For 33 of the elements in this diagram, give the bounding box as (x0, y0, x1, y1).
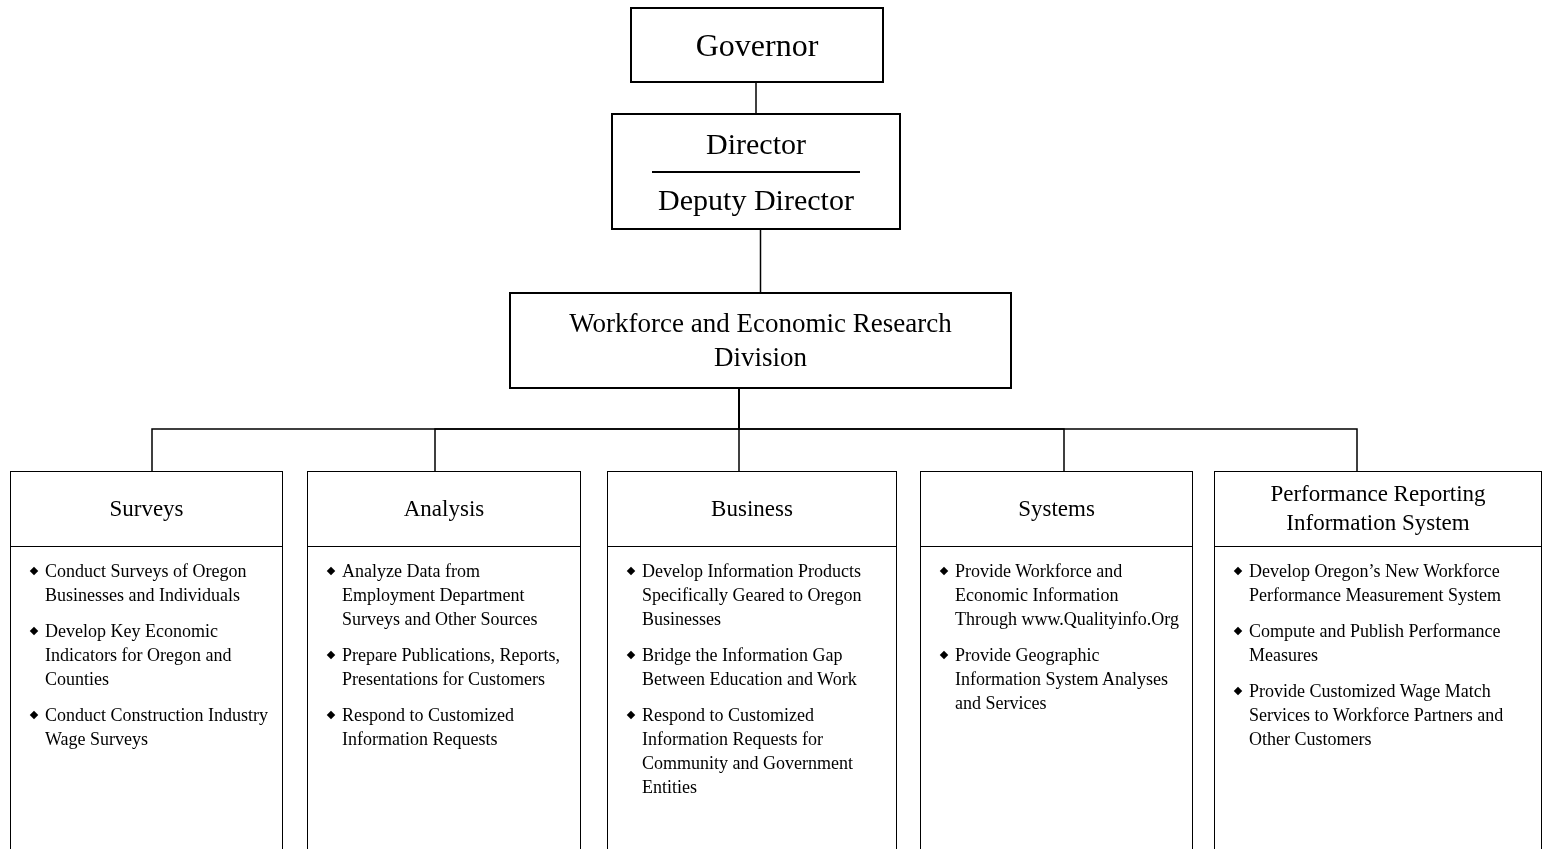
title-box (630, 7, 884, 83)
bullet-text: Provide Customized Wage Match Services to Workforce Partners and Other Customers (1249, 680, 1505, 751)
box-title: Governor (695, 26, 819, 65)
unit-heading: Surveys (109, 494, 184, 523)
unit-column (307, 471, 581, 849)
bullet-text: Prepare Publications, Reports, Presentations for Customers (342, 644, 561, 691)
bullet-text: Develop Information Products Specifically Geared to Oregon Businesses (642, 560, 863, 631)
unit-heading: Performance Reporting Information System (1269, 480, 1487, 537)
box-title: Director (706, 126, 806, 162)
unit-column (607, 471, 897, 849)
unit-heading: Systems (1018, 494, 1095, 523)
box-title: Workforce and Economic Research Division (568, 306, 953, 374)
unit-heading: Analysis (403, 494, 485, 523)
title-box (611, 113, 901, 230)
connector-line (755, 82, 757, 114)
bullet-text: Analyze Data from Employment Department Surveys and Other Sources (342, 560, 539, 631)
bullet-text: Provide Workforce and Economic Information Through www.Qualityinfo.Org (955, 560, 1180, 631)
box-subtitle: Deputy Director (658, 181, 854, 218)
unit-column (920, 471, 1193, 849)
bullet-text: Respond to Customized Information Requests (342, 704, 515, 751)
unit-column (1214, 471, 1542, 849)
bullet-text: Conduct Surveys of Oregon Businesses and Individuals (45, 560, 248, 607)
bullet-text: Bridge the Information Gap Between Education and Work (642, 644, 858, 691)
unit-heading: Business (711, 494, 793, 523)
bullet-text: Provide Geographic Information System Analyses and Services (955, 644, 1169, 715)
bullet-text: Develop Oregon’s New Workforce Performance Measurement System (1249, 560, 1502, 607)
connector-line (759, 229, 762, 293)
bullet-text: Respond to Customized Information Requests for Community and Government Entities (642, 704, 854, 799)
bullet-text: Conduct Construction Industry Wage Surveys (45, 704, 269, 751)
unit-column (10, 471, 283, 849)
bullet-text: Compute and Publish Performance Measures (1249, 620, 1502, 667)
division-box (509, 292, 1012, 389)
bullet-text: Develop Key Economic Indicators for Oregon and Counties (45, 620, 233, 691)
